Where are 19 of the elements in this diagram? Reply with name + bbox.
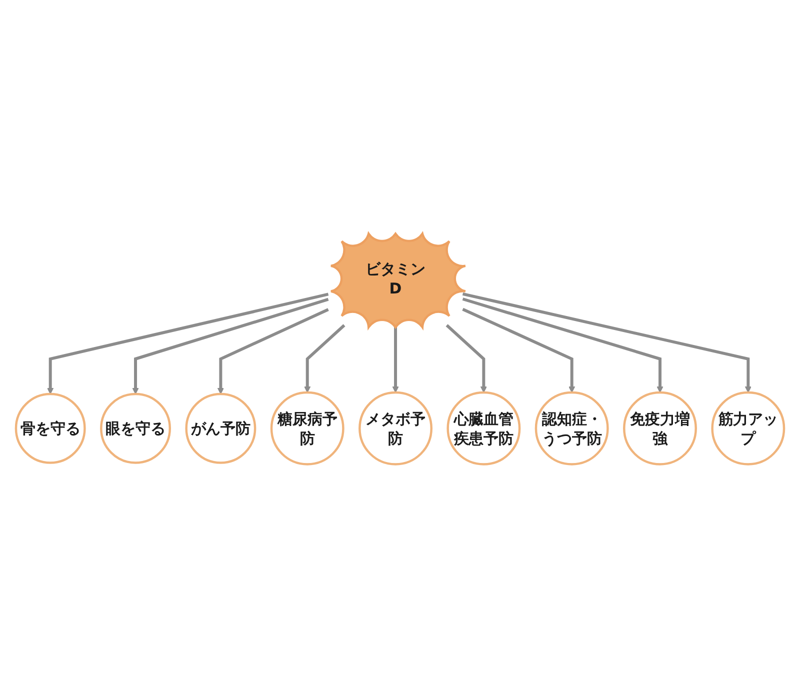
circle-node: 眼を守る — [100, 392, 171, 464]
circle-node: 骨を守る — [14, 392, 86, 464]
circle-node: 心臓血管疾患予防 — [446, 391, 521, 466]
arrow — [462, 292, 752, 393]
arrow — [132, 298, 329, 394]
arrow — [217, 308, 329, 394]
arrow — [446, 324, 487, 393]
arrow — [462, 308, 576, 393]
arrow — [392, 325, 399, 393]
circle-node: 筋力アップ — [711, 391, 786, 466]
circle-node: がん予防 — [185, 392, 256, 464]
arrow — [304, 324, 346, 393]
arrow — [462, 298, 664, 393]
starburst-node: ビタミンD — [330, 232, 467, 328]
arrow — [47, 292, 329, 394]
circle-node: メタボ予防 — [358, 391, 432, 466]
circle-node: 糖尿病予防 — [270, 391, 344, 466]
circle-node: 免疫力増強 — [623, 391, 697, 466]
circle-node: 認知症・うつ予防 — [534, 391, 609, 466]
